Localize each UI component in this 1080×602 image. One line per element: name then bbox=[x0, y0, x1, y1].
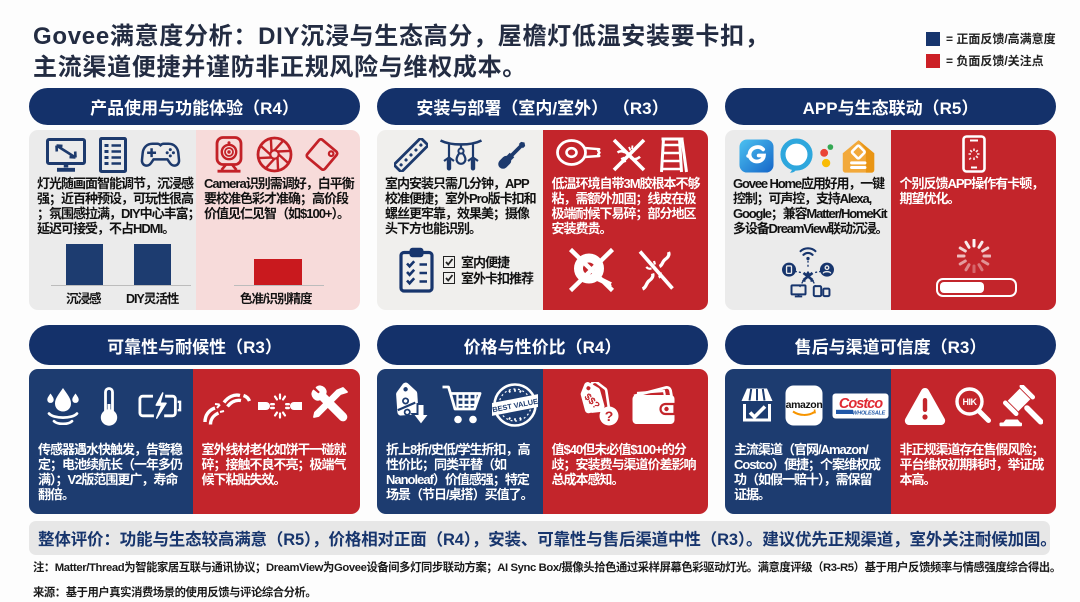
svg-text:amazon: amazon bbox=[786, 399, 823, 411]
svg-text:Costco: Costco bbox=[839, 396, 883, 412]
svg-text:?: ? bbox=[604, 408, 613, 424]
svg-text:HIK: HIK bbox=[962, 397, 977, 407]
svg-text:WHOLESALE: WHOLESALE bbox=[852, 410, 885, 416]
